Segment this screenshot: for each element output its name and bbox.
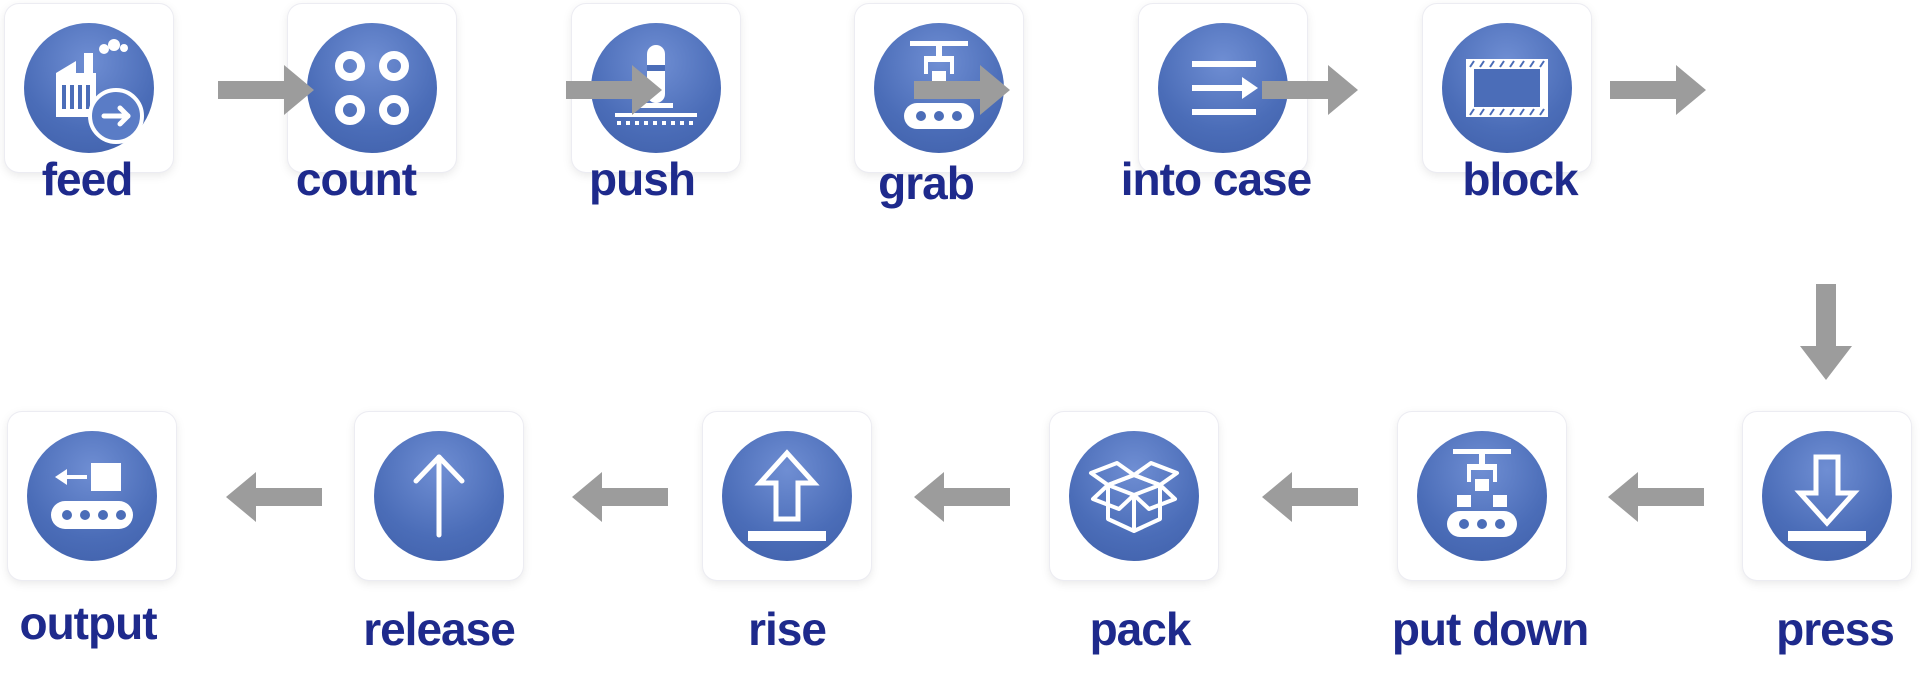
step-label: grab — [878, 157, 975, 209]
arrow-down-icon — [1800, 284, 1852, 380]
arrow-up-bar-icon — [722, 431, 852, 561]
arrow-right-icon — [1262, 65, 1358, 115]
four-circles-icon — [307, 23, 437, 153]
step-release — [355, 412, 523, 580]
step-label: into case — [1120, 153, 1312, 205]
step-label: count — [295, 153, 417, 205]
step-label: output — [19, 597, 157, 649]
arrow-right-icon — [914, 65, 1010, 115]
arrow-right-icon — [218, 65, 314, 115]
arrow-down-bar-icon — [1762, 431, 1892, 561]
step-put-down — [1398, 412, 1566, 580]
open-box-icon — [1069, 431, 1199, 561]
step-count — [288, 4, 456, 172]
arrow-right-icon — [1610, 65, 1706, 115]
conveyor-output-icon — [27, 431, 157, 561]
step-label: put down — [1391, 603, 1589, 655]
arrow-left-icon — [1608, 472, 1704, 522]
step-label: pack — [1089, 603, 1192, 655]
film-frame-icon — [1442, 23, 1572, 153]
arrow-left-icon — [914, 472, 1010, 522]
factory-arrow-icon — [24, 23, 154, 153]
gripper-conveyor-icon — [1417, 431, 1547, 561]
step-label: release — [363, 603, 516, 655]
arrow-right-icon — [566, 65, 662, 115]
step-rise — [703, 412, 871, 580]
arrow-left-icon — [226, 472, 322, 522]
step-label: feed — [41, 153, 134, 205]
step-label: block — [1462, 153, 1578, 205]
step-block — [1423, 4, 1591, 172]
step-label: press — [1776, 603, 1895, 655]
step-pack — [1050, 412, 1218, 580]
step-output — [8, 412, 176, 580]
step-feed — [5, 4, 173, 172]
step-press — [1743, 412, 1911, 580]
arrow-left-icon — [572, 472, 668, 522]
arrow-left-icon — [1262, 472, 1358, 522]
arrow-up-icon — [374, 431, 504, 561]
step-label: push — [589, 153, 696, 205]
step-label: rise — [748, 603, 827, 655]
